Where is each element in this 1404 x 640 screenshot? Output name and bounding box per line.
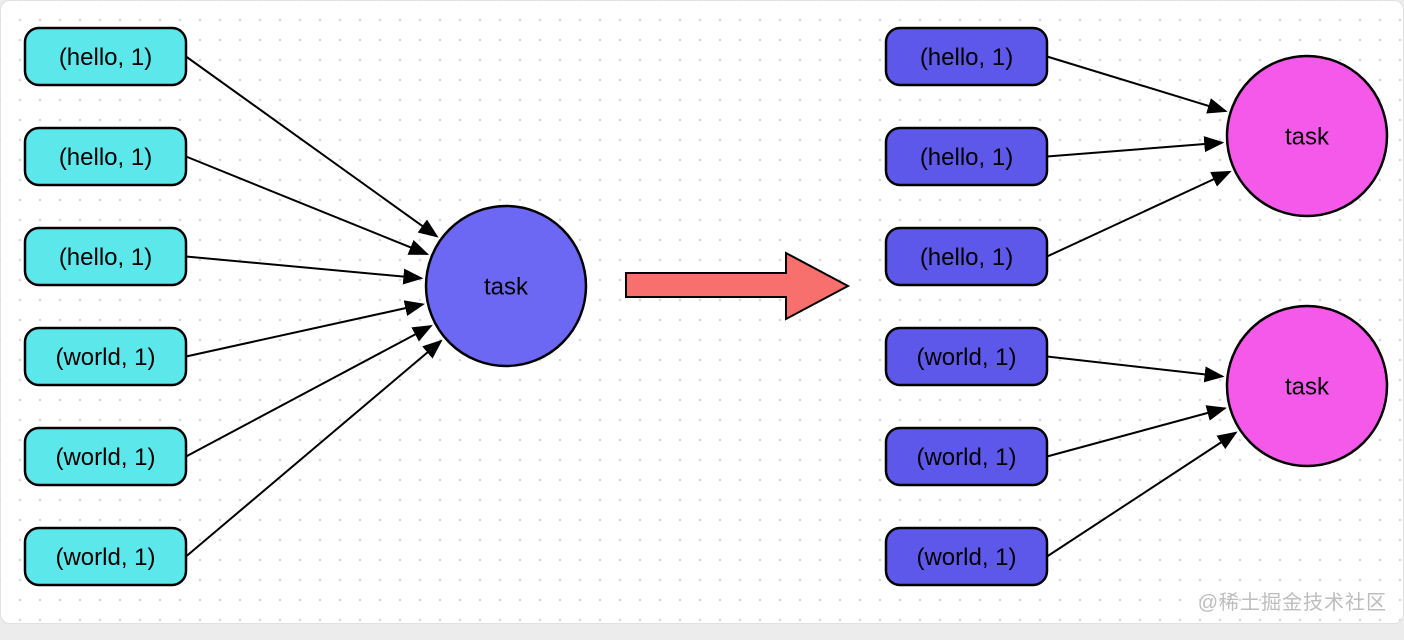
keyed-task-circle-label: task: [1285, 374, 1330, 401]
source-box-label: (world, 1): [55, 544, 155, 571]
source-box-label: (hello, 1): [59, 144, 152, 171]
partitioned-box: [884, 26, 1049, 87]
partitioned-box-label: (hello, 1): [920, 44, 1013, 71]
edge-line: [1046, 431, 1238, 558]
keyed-task-circle: [1225, 54, 1389, 218]
partitioned-box: [884, 426, 1049, 487]
edge-line: [1046, 355, 1225, 383]
partitioned-box-label: (world, 1): [916, 544, 1016, 571]
edge-line: [185, 255, 424, 285]
merge-task-circle: [424, 204, 588, 368]
source-box: [23, 526, 188, 587]
source-box-label: (hello, 1): [59, 44, 152, 71]
source-box: [23, 26, 188, 87]
partitioned-box: [884, 126, 1049, 187]
source-box: [23, 226, 188, 287]
edge-line: [185, 155, 430, 256]
partitioned-box-label: (world, 1): [916, 344, 1016, 371]
edge-line: [185, 300, 425, 358]
diagram-canvas: (hello, 1) (hello, 1) (hello, 1) (world, 1)…: [0, 0, 1404, 624]
watermark: @稀土掘金技术社区: [1197, 592, 1387, 614]
partitioned-box-label: (hello, 1): [920, 244, 1013, 271]
edge-line: [1046, 170, 1232, 258]
edge-line: [1046, 405, 1227, 458]
edge-line: [1046, 136, 1225, 158]
partitioned-box: [884, 526, 1049, 587]
partitioned-box-label: (world, 1): [916, 444, 1016, 471]
transform-arrow: [625, 251, 851, 321]
partitioned-box: [884, 226, 1049, 287]
source-box: [23, 426, 188, 487]
source-box: [23, 126, 188, 187]
partitioned-box: [884, 326, 1049, 387]
keyed-task-circle-label: task: [1285, 124, 1330, 151]
edge-line: [185, 339, 443, 558]
flow-diagram-svg: (hello, 1) (hello, 1) (hello, 1) (world, 1)…: [23, 26, 1389, 587]
keyed-task-circle: [1225, 304, 1389, 468]
source-box-label: (hello, 1): [59, 244, 152, 271]
edge-line: [1046, 55, 1228, 114]
source-box-label: (world, 1): [55, 444, 155, 471]
source-box: [23, 326, 188, 387]
merge-task-circle-label: task: [484, 274, 529, 301]
partitioned-box-label: (hello, 1): [920, 144, 1013, 171]
edge-line: [185, 325, 433, 458]
edge-line: [185, 55, 439, 238]
source-box-label: (world, 1): [55, 344, 155, 371]
